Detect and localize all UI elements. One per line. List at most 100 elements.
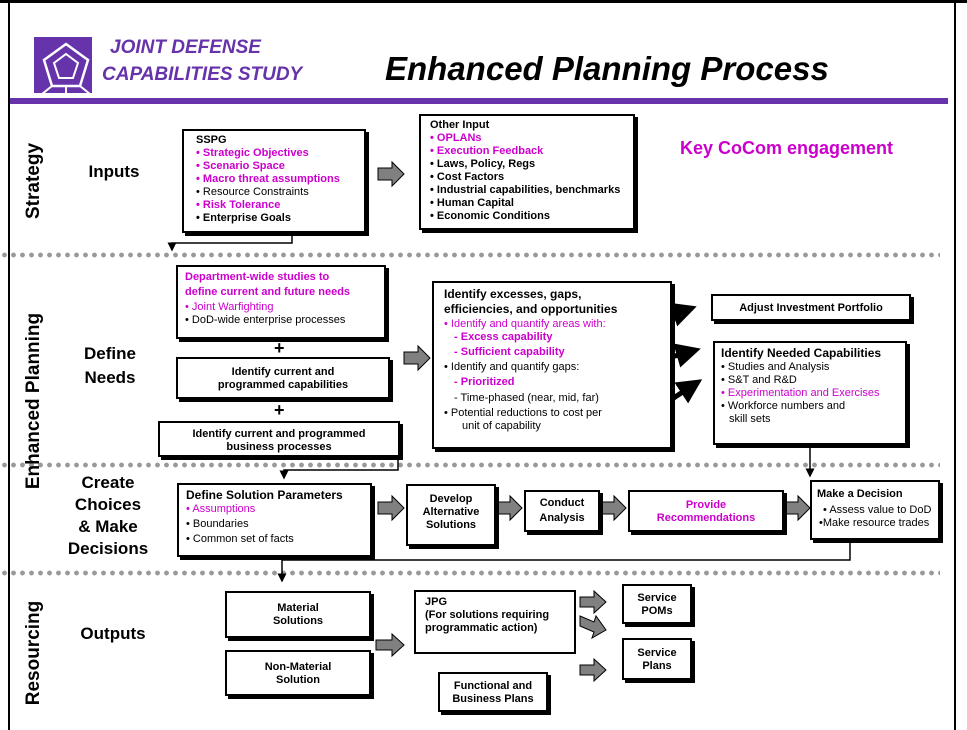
solution-params-title: Define Solution Parameters [186, 488, 343, 502]
row-outputs: Outputs [80, 624, 146, 643]
service-poms-line2: POMs [641, 605, 673, 617]
current-capabilities-box: Identify current and programmed capabili… [176, 357, 390, 399]
excesses-subitem: - Prioritized [454, 376, 515, 388]
header-rule [10, 98, 948, 104]
non-material-line1: Non-Material [264, 661, 332, 673]
plus-sign-2: + [274, 400, 285, 420]
service-poms-box: Service POMs [622, 584, 692, 624]
develop-line3: Solutions [425, 519, 477, 531]
needed-capabilities-item: • Studies and Analysis [721, 361, 830, 373]
functional-line2: Business Plans [452, 693, 534, 705]
service-plans-box: Service Plans [622, 638, 692, 680]
other-input-item: • Industrial capabilities, benchmarks [430, 184, 621, 196]
adjust-portfolio-label: Adjust Investment Portfolio [739, 302, 883, 314]
jpg-line2: (For solutions requiring [425, 609, 550, 621]
sspg-item: • Macro threat assumptions [196, 173, 340, 185]
dept-studies-item: • DoD-wide enterprise processes [185, 314, 346, 326]
current-processes-box: Identify current and programmed business… [158, 421, 400, 457]
sspg-item: • Resource Constraints [196, 186, 309, 198]
dept-studies-item: • Joint Warfighting [185, 301, 274, 313]
needed-capabilities-item-cont: skill sets [729, 413, 771, 425]
jpg-box: JPG (For solutions requiring programmati… [414, 590, 576, 654]
sspg-box: SSPG • Strategic Objectives • Scenario S… [182, 129, 366, 233]
non-material-solution-box: Non-Material Solution [225, 650, 371, 696]
other-input-item: • Laws, Policy, Regs [430, 158, 536, 170]
conduct-line2: Analysis [539, 512, 585, 524]
excesses-subitem: - Excess capability [454, 331, 553, 343]
provide-line2: Recommendations [656, 512, 756, 524]
other-input-title: Other Input [430, 119, 490, 131]
excesses-gaps-box: Identify excesses, gaps, efficiencies, a… [432, 281, 672, 449]
other-input-item: • Economic Conditions [430, 210, 550, 222]
service-plans-line2: Plans [642, 660, 672, 672]
current-processes-line2: business processes [226, 441, 332, 453]
service-poms-line1: Service [637, 592, 677, 604]
current-capabilities-line1: Identify current and [231, 366, 335, 378]
solution-params-item: • Boundaries [186, 518, 249, 530]
needed-capabilities-item: • S&T and R&D [721, 374, 797, 386]
row-define-needs-1: Define [84, 344, 136, 363]
other-input-item: • Execution Feedback [430, 145, 544, 157]
cocom-engagement: Key CoCom engagement [680, 138, 894, 158]
make-decision-item: •Make resource trades [819, 517, 930, 529]
other-input-item: • Cost Factors [430, 171, 505, 183]
conduct-analysis-box: Conduct Analysis [524, 490, 600, 532]
org-name-line1: JOINT DEFENSE [110, 37, 261, 58]
material-solutions-box: Material Solutions [225, 591, 371, 638]
current-processes-line1: Identify current and programmed [192, 428, 366, 440]
other-input-box: Other Input • OPLANs • Execution Feedbac… [419, 114, 635, 230]
solution-params-item: • Common set of facts [186, 533, 294, 545]
jpg-line1: JPG [425, 596, 448, 608]
divider-choices [0, 462, 940, 468]
solution-params-box: Define Solution Parameters • Assumptions… [177, 483, 372, 557]
non-material-line2: Solution [276, 674, 320, 686]
solution-params-item: • Assumptions [186, 503, 256, 515]
needed-capabilities-item: • Experimentation and Exercises [721, 387, 880, 399]
left-border [8, 0, 10, 730]
functional-line1: Functional and [453, 680, 533, 692]
sspg-item: • Scenario Space [196, 160, 285, 172]
develop-line2: Alternative [422, 506, 480, 518]
page-title: Enhanced Planning Process [385, 50, 829, 87]
pentagon-logo-icon [41, 42, 91, 94]
sspg-item: • Strategic Objectives [196, 147, 309, 159]
needed-capabilities-box: Identify Needed Capabilities • Studies a… [713, 341, 907, 445]
sspg-item: • Enterprise Goals [196, 212, 291, 224]
right-border [954, 0, 956, 730]
dept-studies-title-1: Department-wide studies to [185, 271, 330, 283]
conduct-line1: Conduct [539, 497, 585, 509]
dept-studies-box: Department-wide studies to define curren… [176, 265, 386, 339]
row-inputs: Inputs [88, 162, 140, 181]
develop-alternatives-box: Develop Alternative Solutions [406, 484, 496, 546]
divider-resourcing [0, 570, 940, 576]
excesses-subitem: - Sufficient capability [454, 346, 565, 358]
sspg-item: • Risk Tolerance [196, 199, 281, 211]
material-line1: Material [277, 602, 319, 614]
dept-studies-title-2: define current and future needs [185, 286, 351, 298]
divider-strategy [0, 252, 940, 258]
org-name-line2: CAPABILITIES STUDY [102, 64, 303, 85]
other-input-item: • Human Capital [430, 197, 514, 209]
excesses-item: • Identify and quantify gaps: [444, 361, 580, 373]
current-capabilities-line2: programmed capabilities [217, 379, 349, 391]
row-define-needs-2: Needs [84, 368, 136, 387]
excesses-item-cont: unit of capability [462, 420, 541, 432]
row-create-4: Decisions [67, 539, 149, 558]
make-decision-title: Make a Decision [817, 488, 903, 500]
top-border [0, 0, 967, 3]
row-create-2: Choices [74, 495, 142, 514]
make-decision-box: Make a Decision • Assess value to DoD •M… [810, 480, 940, 540]
service-plans-line1: Service [637, 647, 677, 659]
needed-capabilities-item: • Workforce numbers and [721, 400, 846, 412]
excesses-subitem: - Time-phased (near, mid, far) [454, 392, 599, 404]
excesses-item: • Potential reductions to cost per [444, 407, 602, 419]
excesses-title-2: efficiencies, and opportunities [444, 302, 618, 316]
excesses-item: • Identify and quantify areas with: [444, 318, 606, 330]
row-create-3: & Make [78, 517, 138, 536]
plus-sign-1: + [274, 338, 285, 358]
row-create-1: Create [81, 473, 135, 492]
develop-line1: Develop [429, 493, 473, 505]
excesses-title-1: Identify excesses, gaps, [444, 287, 582, 301]
